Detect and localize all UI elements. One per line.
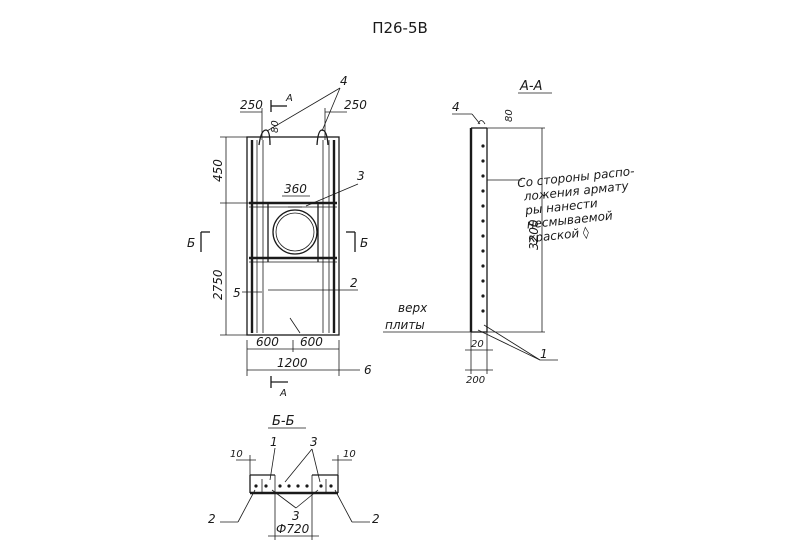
rebar-dot <box>481 189 485 193</box>
bb-callout-2-left: 2 <box>208 512 216 526</box>
bb-dim-diameter: Ф720 <box>276 522 310 536</box>
dim-opening: 360 <box>284 182 307 196</box>
bb-callout-2-right: 2 <box>372 512 380 526</box>
rebar-dot <box>481 144 485 148</box>
plan-callout-3: 3 <box>357 169 365 183</box>
dim-height-lower: 2750 <box>211 269 225 300</box>
bb-rebar-dot <box>254 484 258 488</box>
section-b-left-mark: Б <box>187 236 195 250</box>
aa-callout-1-leader-a <box>483 324 541 361</box>
section-bb: Б-Б 10 10 1 3 3 2 2 <box>208 414 380 540</box>
dim-total-width: 1200 <box>277 356 308 370</box>
bb-callout-3-top: 3 <box>310 435 318 449</box>
bb-callout-3-bottom: 3 <box>292 509 300 523</box>
rebar-dot <box>481 294 485 298</box>
bottom-diagonal <box>289 317 301 334</box>
aa-callout-4: 4 <box>452 100 460 114</box>
bb-rebar-dot <box>319 484 323 488</box>
rebar-dots <box>481 144 485 313</box>
plan-callout-4: 4 <box>340 74 348 88</box>
bb-dim-right: 10 <box>343 449 356 460</box>
bb-rebar-dot <box>264 484 268 488</box>
bb-callout-3b-leader-a <box>271 489 297 509</box>
bb-callout-2-left-leader <box>237 489 256 523</box>
aa-top-label-2: плиты <box>385 318 425 332</box>
aa-dim-top: 80 <box>504 109 515 122</box>
bb-callout-3-leader-a <box>284 448 313 483</box>
rebar-dot <box>481 174 485 178</box>
callout-3-leader <box>305 183 359 207</box>
opening-outer <box>272 209 318 255</box>
aa-callout-1: 1 <box>540 347 548 361</box>
dim-top-left: 250 <box>240 98 263 112</box>
aa-dim-bottom-small: 20 <box>471 339 484 350</box>
bb-dim-left: 10 <box>230 449 243 460</box>
rebar-dot <box>481 234 485 238</box>
aa-note-line-5: краской ◊ <box>527 225 589 245</box>
aa-top-label-1: верх <box>398 301 428 315</box>
drawing-title: П26-5В <box>372 19 428 37</box>
opening-inner <box>275 212 315 252</box>
dim-top-small: 80 <box>270 120 281 133</box>
aa-callout-4-leader <box>471 113 481 125</box>
dim-bottom-left: 600 <box>256 335 279 349</box>
bb-callout-3b-leader-b <box>295 489 319 509</box>
dim-bottom-right: 600 <box>300 335 323 349</box>
plan-view: 250 250 80 А 4 360 3 450 2750 Б Б 5 <box>187 74 372 399</box>
lifting-loop-left <box>258 129 271 146</box>
aa-callout-1-leader-b <box>477 329 541 361</box>
bb-callout-2-right-leader <box>334 489 353 523</box>
callout-4-leader-b <box>321 87 341 132</box>
rebar-dot <box>481 159 485 163</box>
aa-note: Со стороны распо- ложения армату ры нане… <box>517 164 635 245</box>
rebar-dot <box>481 309 485 313</box>
rebar-dot <box>481 249 485 253</box>
bb-callout-3-leader-b <box>311 448 321 483</box>
section-aa-title: А-А <box>519 79 542 94</box>
bb-rebar-dot <box>278 484 282 488</box>
bb-rebar-dots <box>254 484 333 488</box>
aa-dim-height: 3200 <box>527 219 541 250</box>
section-b-right-mark: Б <box>360 236 368 250</box>
rebar-dot <box>481 219 485 223</box>
bb-rebar-dot <box>305 484 309 488</box>
section-bb-title: Б-Б <box>272 414 295 429</box>
rebar-dot <box>481 204 485 208</box>
section-a-bottom-mark: А <box>279 388 287 399</box>
dim-height-upper: 450 <box>211 159 225 182</box>
panel-outline <box>246 136 340 336</box>
rebar-dot <box>481 279 485 283</box>
aa-dim-thickness: 200 <box>466 375 485 386</box>
bb-rebar-dot <box>287 484 291 488</box>
rebar-dot <box>481 264 485 268</box>
callout-4-leader-a <box>266 87 341 132</box>
plan-callout-2: 2 <box>350 276 358 290</box>
section-aa: А-А 4 80 3200 Со стороны распо- ложения … <box>383 79 635 386</box>
aa-lifting-loop <box>477 120 486 125</box>
section-a-top-mark: А <box>285 93 293 104</box>
dim-top-right: 250 <box>344 98 367 112</box>
plan-callout-5: 5 <box>233 286 241 300</box>
bb-callout-1: 1 <box>270 435 278 449</box>
bb-rebar-dot <box>329 484 333 488</box>
bb-callout-1-leader <box>269 447 276 481</box>
plan-callout-6: 6 <box>364 363 372 377</box>
bb-rebar-dot <box>296 484 300 488</box>
